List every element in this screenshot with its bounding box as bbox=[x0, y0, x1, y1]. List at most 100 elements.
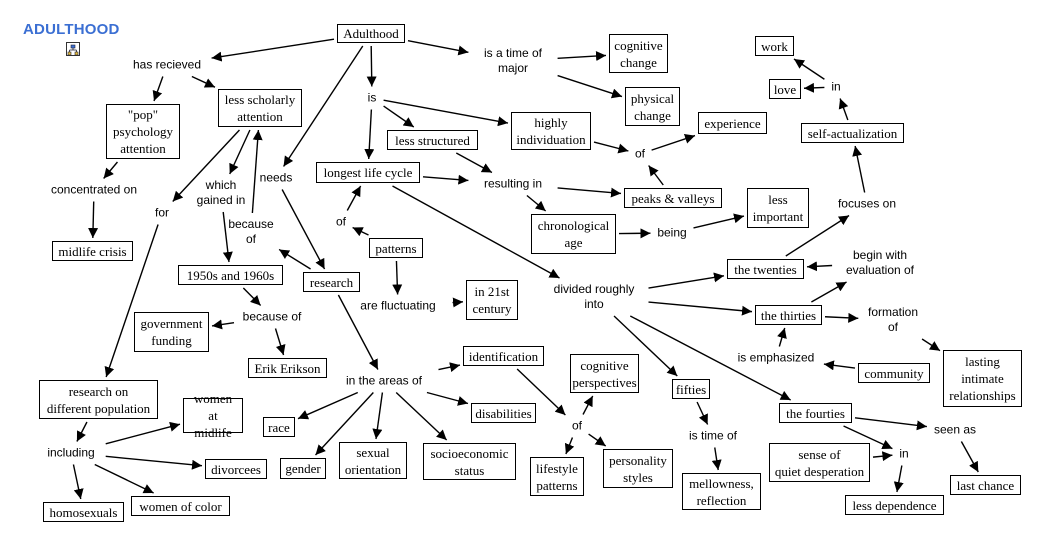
concept-research[interactable]: research bbox=[303, 272, 360, 292]
concept-mellowness-reflection[interactable]: mellowness, reflection bbox=[682, 473, 761, 510]
linking-phrase-of-1[interactable]: of bbox=[634, 146, 646, 162]
linking-phrase-begin-with[interactable]: begin with evaluation of bbox=[845, 248, 915, 278]
concept-socioeconomic-status[interactable]: socioeconomic status bbox=[423, 443, 516, 480]
concept-love[interactable]: love bbox=[769, 79, 801, 99]
linking-phrase-in-2[interactable]: in bbox=[899, 446, 909, 462]
linking-phrase-of-2[interactable]: of bbox=[335, 214, 347, 230]
concept-women-at-midlife[interactable]: women at midlife bbox=[183, 391, 243, 440]
concept-women-of-color[interactable]: women of color bbox=[131, 496, 230, 516]
linking-phrase-being[interactable]: being bbox=[657, 225, 687, 241]
arrow-in-1-to-work bbox=[793, 58, 825, 80]
concept-less-structured[interactable]: less structured bbox=[387, 130, 478, 150]
arrow-divided-roughly-into-to-the-fourties bbox=[629, 315, 792, 401]
arrow-in-the-areas-of-to-socioeconomic-status bbox=[395, 391, 448, 441]
concept-disabilities[interactable]: disabilities bbox=[471, 403, 536, 423]
concept-experience[interactable]: experience bbox=[698, 112, 767, 134]
arrow-in-the-areas-of-to-gender bbox=[314, 392, 374, 456]
arrow-for-to-research-different-population bbox=[104, 224, 159, 378]
concept-lifestyle-patterns[interactable]: lifestyle patterns bbox=[530, 457, 584, 496]
concept-work[interactable]: work bbox=[755, 36, 794, 56]
linking-phrase-resulting-in[interactable]: resulting in bbox=[483, 176, 543, 192]
arrow-research-different-population-to-including bbox=[76, 421, 88, 442]
linking-phrase-is-time-of[interactable]: is time of bbox=[688, 428, 738, 444]
linking-phrase-seen-as[interactable]: seen as bbox=[933, 422, 977, 438]
linking-phrase-is[interactable]: is bbox=[367, 90, 377, 106]
linking-phrase-is-a-time-of-major[interactable]: is a time of major bbox=[483, 46, 543, 76]
concept-sexual-orientation[interactable]: sexual orientation bbox=[339, 442, 407, 479]
arrow-self-actualization-to-in-1 bbox=[838, 98, 849, 121]
concept-personality-styles[interactable]: personality styles bbox=[603, 449, 673, 488]
linking-phrase-is-emphasized[interactable]: is emphasized bbox=[737, 350, 815, 366]
concept-homosexuals[interactable]: homosexuals bbox=[43, 502, 124, 522]
arrow-which-gained-in-to-decades-1950s-1960s bbox=[222, 211, 233, 263]
concept-adulthood[interactable]: Adulthood bbox=[337, 24, 405, 43]
linking-phrase-because-of-1[interactable]: because of bbox=[228, 217, 274, 247]
linking-phrase-needs[interactable]: needs bbox=[259, 170, 293, 186]
linking-phrase-focuses-on[interactable]: focuses on bbox=[837, 196, 897, 212]
arrow-is-time-of-to-mellowness-reflection bbox=[711, 447, 722, 471]
linking-phrase-in-1[interactable]: in bbox=[831, 79, 841, 95]
arrow-divided-roughly-into-to-the-thirties bbox=[648, 301, 753, 316]
linking-phrase-divided-roughly-into[interactable]: divided roughly into bbox=[553, 282, 635, 312]
concept-less-important[interactable]: less important bbox=[747, 188, 809, 228]
arrow-begin-with-to-the-twenties bbox=[806, 261, 833, 272]
arrow-less-structured-to-resulting-in bbox=[455, 152, 493, 174]
concept-longest-life-cycle[interactable]: longest life cycle bbox=[316, 162, 420, 183]
concept-quiet-desperation[interactable]: sense of quiet desperation bbox=[769, 443, 870, 482]
concept-lasting-relationships[interactable]: lasting intimate relationships bbox=[943, 350, 1022, 407]
linking-phrase-including[interactable]: including bbox=[47, 445, 95, 461]
concept-the-thirties[interactable]: the thirties bbox=[755, 305, 822, 325]
linking-phrase-in-the-areas-of[interactable]: in the areas of bbox=[345, 373, 423, 389]
concept-race[interactable]: race bbox=[263, 417, 295, 437]
arrow-is-to-longest-life-cycle bbox=[364, 109, 375, 160]
linking-phrase-has-recieved[interactable]: has recieved bbox=[132, 57, 202, 73]
concept-the-twenties[interactable]: the twenties bbox=[727, 259, 804, 279]
concept-cognitive-change[interactable]: cognitive change bbox=[609, 34, 668, 73]
concept-fifties[interactable]: fifties bbox=[672, 379, 710, 399]
concept-decades-1950s-1960s[interactable]: 1950s and 1960s bbox=[178, 265, 283, 285]
concept-last-chance[interactable]: last chance bbox=[950, 475, 1021, 495]
arrow-longest-life-cycle-to-divided-roughly-into bbox=[392, 185, 560, 279]
concept-highly-individuation[interactable]: highly individuation bbox=[511, 112, 591, 150]
linking-phrase-formation-of[interactable]: formation of bbox=[867, 305, 919, 335]
linking-phrase-are-fluctuating[interactable]: are fluctuating bbox=[360, 298, 436, 314]
arrow-in-2-to-less-dependence bbox=[893, 465, 904, 493]
concept-map-icon[interactable] bbox=[66, 42, 80, 56]
arrow-quiet-desperation-to-in-2 bbox=[872, 451, 893, 462]
concept-divorcees[interactable]: divorcees bbox=[205, 459, 267, 479]
arrow-less-scholarly-to-for bbox=[172, 129, 240, 202]
concept-patterns[interactable]: patterns bbox=[369, 238, 423, 258]
linking-phrase-of-3[interactable]: of bbox=[571, 418, 583, 434]
linking-phrase-which-gained-in[interactable]: which gained in bbox=[196, 178, 246, 208]
arrow-seen-as-to-last-chance bbox=[960, 441, 979, 473]
concept-physical-change[interactable]: physical change bbox=[625, 87, 680, 126]
arrow-peaks-valleys-to-of-1 bbox=[648, 165, 664, 186]
arrow-the-fourties-to-seen-as bbox=[854, 417, 927, 431]
concept-peaks-valleys[interactable]: peaks & valleys bbox=[624, 188, 722, 208]
concept-community[interactable]: community bbox=[858, 363, 930, 383]
concept-erik-erikson[interactable]: Erik Erikson bbox=[248, 358, 327, 378]
arrow-is-to-less-structured bbox=[383, 105, 415, 128]
arrow-is-emphasized-to-the-thirties bbox=[777, 327, 787, 347]
concept-pop-psych[interactable]: "pop" psychology attention bbox=[106, 104, 180, 159]
concept-midlife-crisis[interactable]: midlife crisis bbox=[52, 241, 133, 261]
concept-identification[interactable]: identification bbox=[463, 346, 544, 366]
concept-government-funding[interactable]: government funding bbox=[134, 312, 209, 352]
linking-phrase-because-of-2[interactable]: because of bbox=[242, 309, 302, 325]
concept-the-fourties[interactable]: the fourties bbox=[779, 403, 852, 423]
concept-chronological-age[interactable]: chronological age bbox=[531, 214, 616, 254]
linking-phrase-for[interactable]: for bbox=[154, 205, 170, 221]
concept-self-actualization[interactable]: self-actualization bbox=[801, 123, 904, 143]
arrow-needs-to-research bbox=[281, 189, 326, 270]
concept-gender[interactable]: gender bbox=[280, 458, 326, 479]
concept-less-dependence[interactable]: less dependence bbox=[845, 495, 944, 515]
linking-phrase-concentrated-on[interactable]: concentrated on bbox=[50, 182, 138, 198]
concept-cognitive-perspectives[interactable]: cognitive perspectives bbox=[570, 354, 639, 393]
arrow-the-twenties-to-focuses-on bbox=[785, 214, 850, 257]
arrow-being-to-less-important bbox=[693, 213, 745, 229]
concept-in-21st-century[interactable]: in 21st century bbox=[466, 280, 518, 320]
arrow-has-recieved-to-less-scholarly bbox=[191, 75, 216, 88]
concept-less-scholarly[interactable]: less scholarly attention bbox=[218, 89, 302, 127]
concept-research-different-population[interactable]: research on different population bbox=[39, 380, 158, 419]
